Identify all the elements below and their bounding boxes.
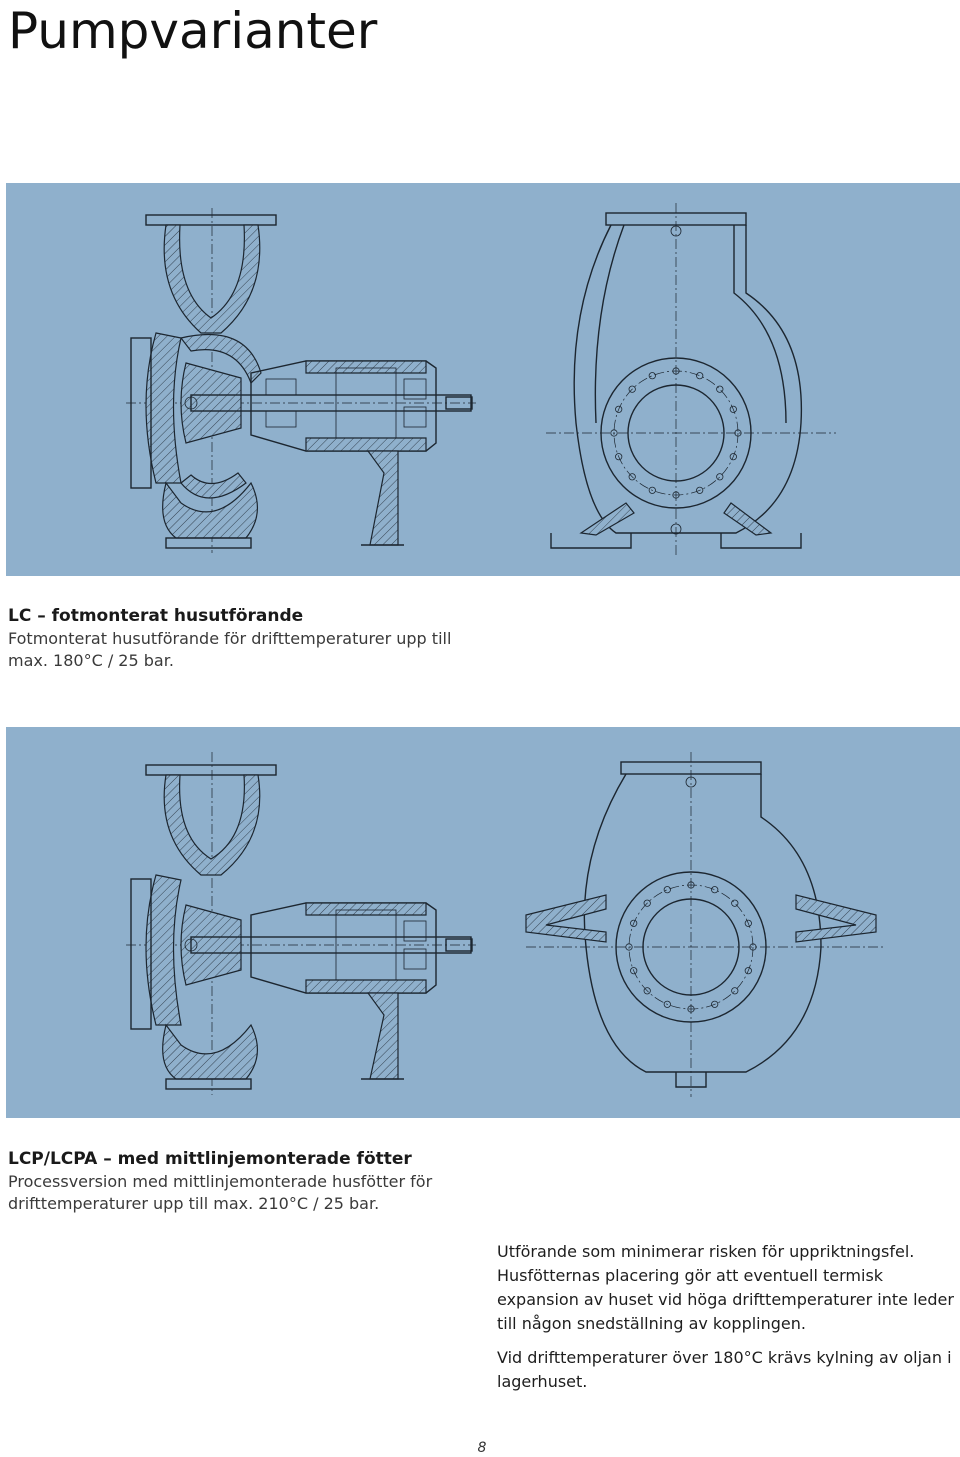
flange-bolt-hole bbox=[687, 881, 695, 889]
sectional-view bbox=[126, 752, 476, 1095]
flange-bolt-hole bbox=[696, 486, 704, 494]
flange-bolt-hole bbox=[615, 453, 623, 461]
flange-bolt-hole bbox=[731, 899, 739, 907]
caption-lc: LC – fotmonterat husutförande Fotmontera… bbox=[8, 604, 458, 672]
page-number: 8 bbox=[477, 1440, 487, 1456]
flange-bolt-hole bbox=[729, 405, 737, 413]
description-lc: Fotmonterat husutförande för drifttemper… bbox=[8, 629, 452, 670]
flange-bolt-hole bbox=[744, 919, 752, 927]
flange-bolt-hole bbox=[672, 491, 680, 499]
caption-lcp: LCP/LCPA – med mittlinjemonterade fötter… bbox=[8, 1147, 478, 1215]
flange-bolt-hole bbox=[630, 967, 638, 975]
page-title: Pumpvarianter bbox=[8, 2, 378, 60]
description-lcp: Processversion med mittlinjemonterade hu… bbox=[8, 1172, 433, 1213]
flange-bolt-hole bbox=[711, 886, 719, 894]
flange-bolt-hole bbox=[643, 987, 651, 995]
flange-bolt-hole bbox=[749, 943, 757, 951]
flange-bolt-hole bbox=[643, 899, 651, 907]
flange-bolt-hole bbox=[711, 1000, 719, 1008]
side-text: Utförande som minimerar risken för uppri… bbox=[497, 1240, 957, 1404]
end-view bbox=[546, 203, 836, 558]
flange-bolt-hole bbox=[663, 886, 671, 894]
flange-bolt-hole bbox=[687, 1005, 695, 1013]
flange-bolt-hole bbox=[625, 943, 633, 951]
sectional-view bbox=[126, 208, 476, 553]
flange-bolt-hole bbox=[628, 385, 636, 393]
flange-bolt-hole bbox=[744, 967, 752, 975]
flange-bolt-hole bbox=[648, 372, 656, 380]
flange-bolt-hole bbox=[716, 385, 724, 393]
flange-bolt-hole bbox=[630, 919, 638, 927]
pump-drawing-lc bbox=[126, 203, 836, 558]
flange-bolt-hole bbox=[729, 453, 737, 461]
flange-bolt-hole bbox=[648, 486, 656, 494]
flange-bolt-hole bbox=[610, 429, 618, 437]
flange-bolt-hole bbox=[716, 473, 724, 481]
flange-bolt-hole bbox=[696, 372, 704, 380]
side-paragraph-1: Utförande som minimerar risken för uppri… bbox=[497, 1242, 954, 1333]
side-paragraph-2: Vid drifttemperaturer över 180°C krävs k… bbox=[497, 1348, 952, 1391]
flange-bolt-hole bbox=[615, 405, 623, 413]
pump-drawing-lcp bbox=[126, 752, 886, 1097]
drawing-panel-lc bbox=[6, 183, 960, 576]
flange-bolt-hole bbox=[628, 473, 636, 481]
heading-lcp: LCP/LCPA – med mittlinjemonterade fötter bbox=[8, 1149, 412, 1169]
flange-bolt-hole bbox=[663, 1000, 671, 1008]
flange-bolt-hole bbox=[734, 429, 742, 437]
end-view bbox=[525, 752, 886, 1097]
heading-lc: LC – fotmonterat husutförande bbox=[8, 606, 304, 626]
flange-bolt-hole bbox=[672, 367, 680, 375]
flange-bolt-hole bbox=[731, 987, 739, 995]
drawing-panel-lcp bbox=[6, 727, 960, 1118]
